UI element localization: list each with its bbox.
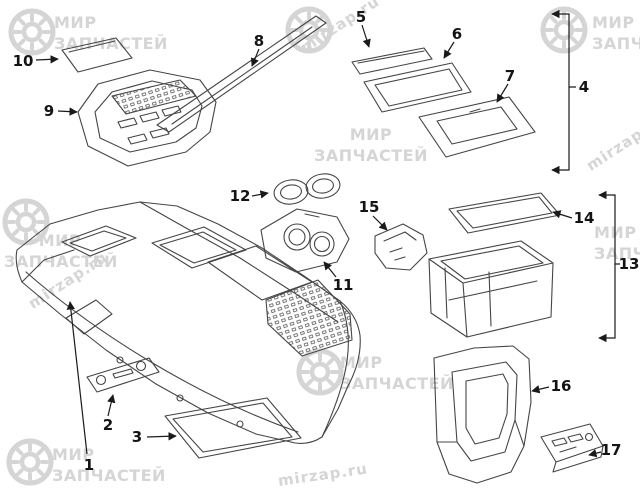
part-15-mount-bracket	[374, 223, 428, 271]
part-5-trim-strip	[351, 47, 433, 75]
part-13-storage-box	[428, 240, 554, 338]
part-3-floor-mat	[164, 397, 302, 459]
part-2-mount-bracket	[86, 357, 160, 393]
part-14-tray-lid	[448, 192, 561, 234]
part-9-control-panel	[77, 69, 217, 167]
part-7-storage-tray	[418, 96, 536, 158]
part-11-cupholder-insert	[260, 208, 350, 273]
part-10-trim-pad	[61, 37, 133, 73]
part-16-rear-console-cover	[433, 345, 532, 484]
part-1-console-body	[15, 201, 361, 444]
part-17-switch-panel	[540, 423, 604, 473]
part-8-side-trim-strip	[156, 15, 327, 133]
part-12-cupholder-rings	[273, 173, 341, 205]
callout-leader-lines	[35, 9, 620, 458]
part-6-console-lid	[363, 62, 472, 113]
